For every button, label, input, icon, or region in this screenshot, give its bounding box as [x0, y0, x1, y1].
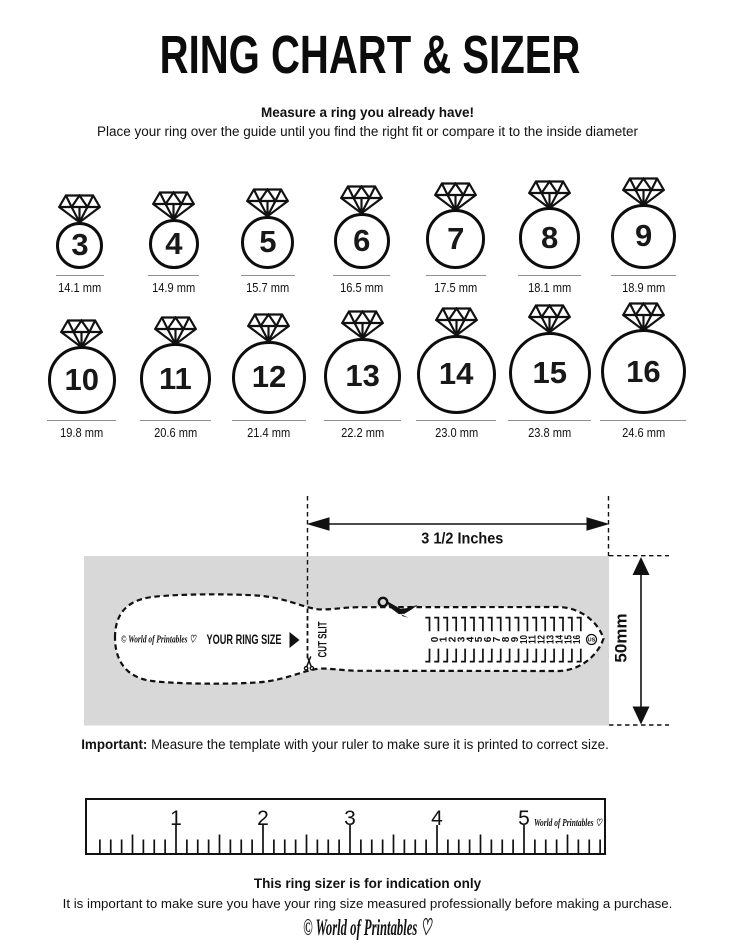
svg-text:50mm: 50mm [612, 613, 631, 662]
svg-text:13: 13 [545, 635, 556, 644]
svg-text:12: 12 [537, 635, 548, 644]
svg-text:14: 14 [554, 635, 565, 644]
svg-text:1: 1 [170, 807, 182, 830]
svg-text:8: 8 [501, 636, 512, 642]
svg-text:2: 2 [448, 636, 459, 642]
svg-text:4: 4 [431, 807, 443, 830]
svg-text:15: 15 [563, 635, 574, 644]
svg-text:YOUR RING SIZE: YOUR RING SIZE [207, 632, 282, 647]
svg-text:3: 3 [456, 636, 467, 642]
svg-text:7: 7 [492, 636, 503, 642]
svg-text:6: 6 [483, 636, 494, 642]
svg-text:16: 16 [572, 635, 583, 644]
svg-text:© World of Printables ♡: © World of Printables ♡ [121, 635, 197, 646]
svg-text:3 1/2 Inches: 3 1/2 Inches [421, 531, 503, 548]
svg-text:11: 11 [528, 635, 539, 644]
svg-text:World of Printables ♡: World of Printables ♡ [534, 818, 603, 829]
svg-text:10: 10 [519, 635, 530, 644]
svg-text:1: 1 [439, 636, 450, 642]
svg-text:CUT SLIT: CUT SLIT [318, 622, 330, 658]
svg-text:5: 5 [474, 636, 485, 642]
svg-text:US: US [588, 638, 596, 644]
svg-text:2: 2 [257, 807, 269, 830]
svg-text:0: 0 [430, 636, 441, 642]
svg-text:4: 4 [465, 636, 476, 642]
svg-text:5: 5 [518, 807, 530, 830]
svg-text:9: 9 [510, 636, 521, 642]
svg-text:3: 3 [344, 807, 356, 830]
